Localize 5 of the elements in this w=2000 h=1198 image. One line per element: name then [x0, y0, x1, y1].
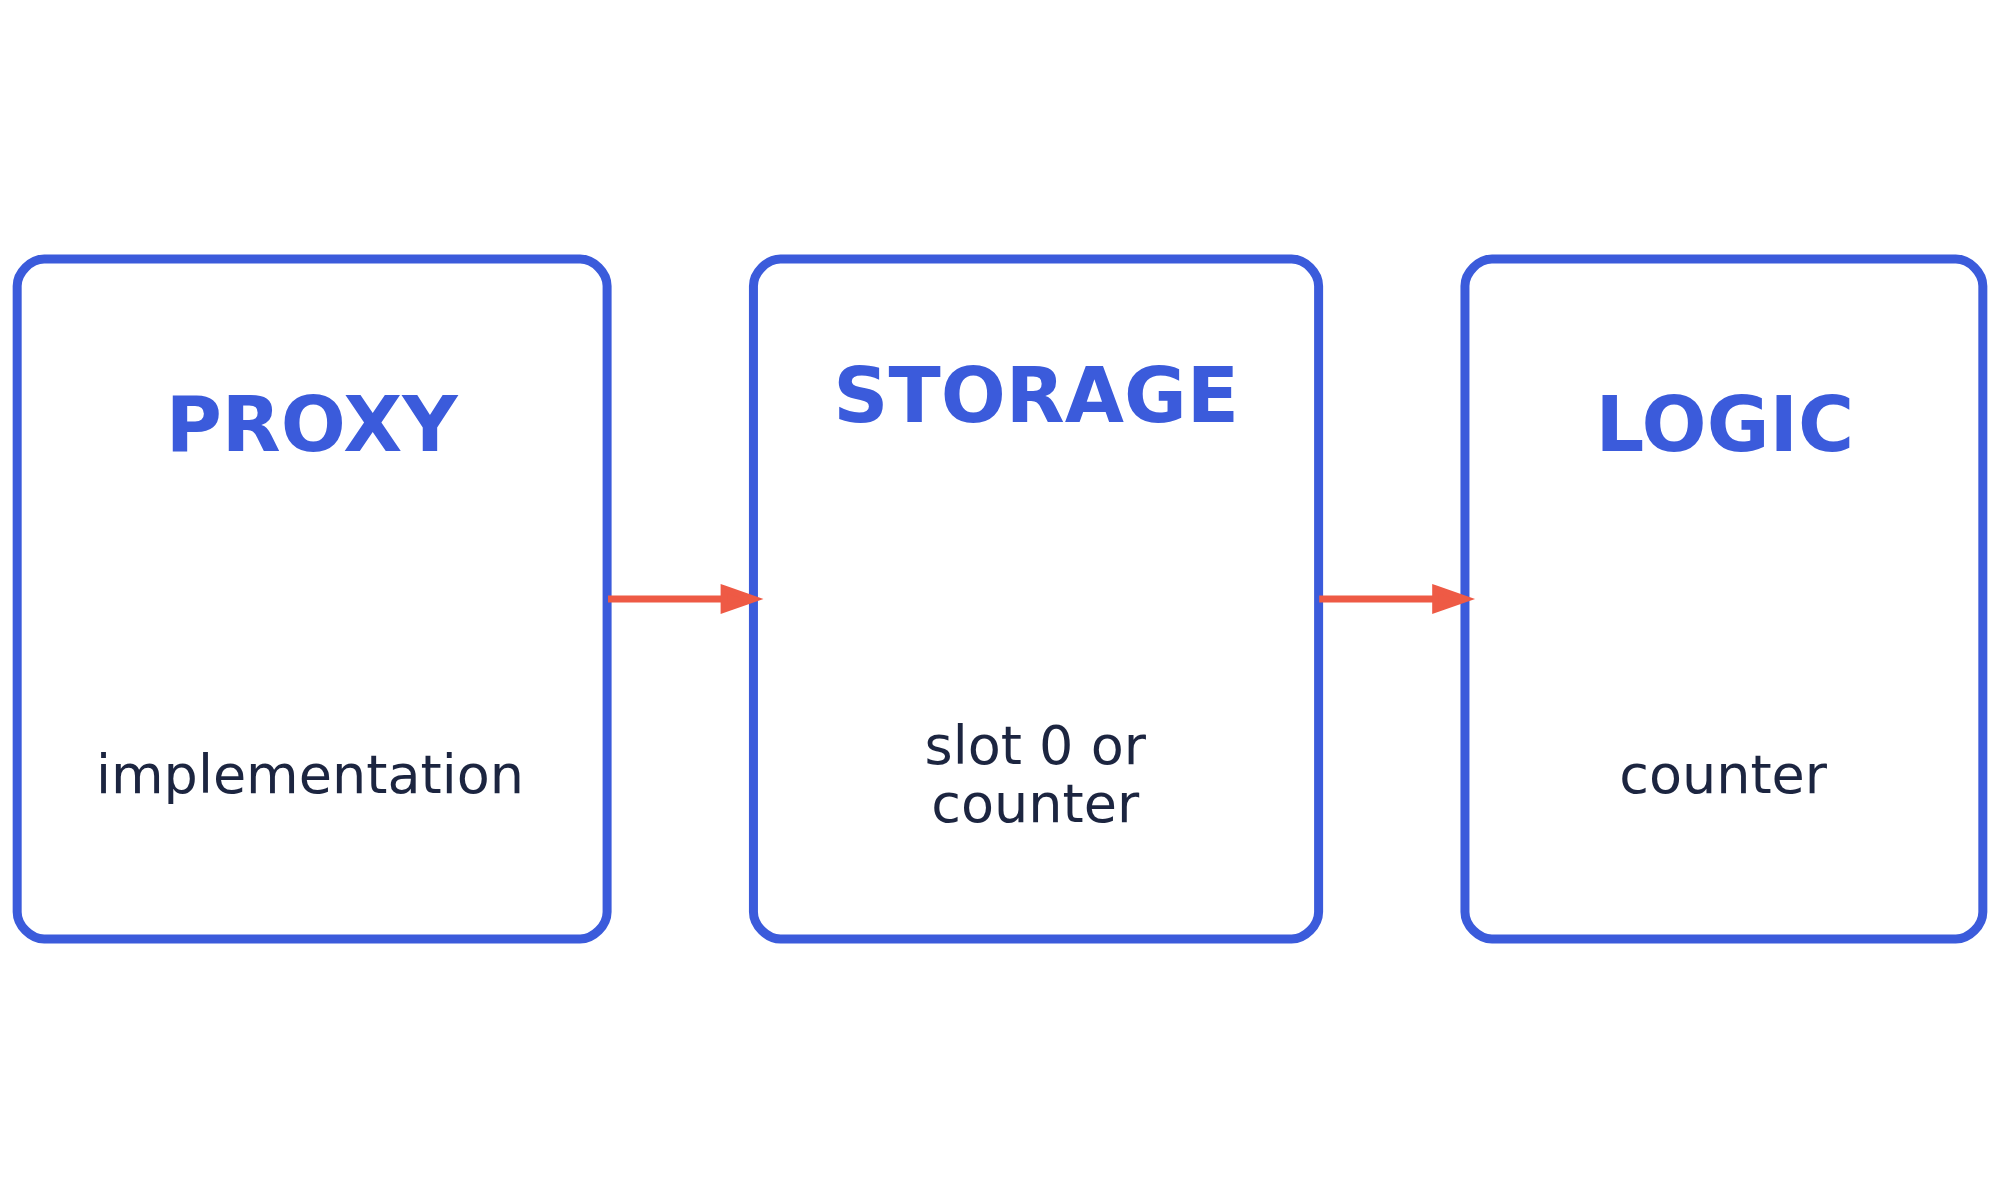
node-box: LOGIC counter	[1460, 254, 1988, 944]
node-box: STORAGE slot 0 or counter	[748, 254, 1324, 944]
arrow	[1319, 584, 1476, 614]
arrow	[608, 584, 764, 614]
node-box: PROXY implementation	[12, 254, 612, 944]
